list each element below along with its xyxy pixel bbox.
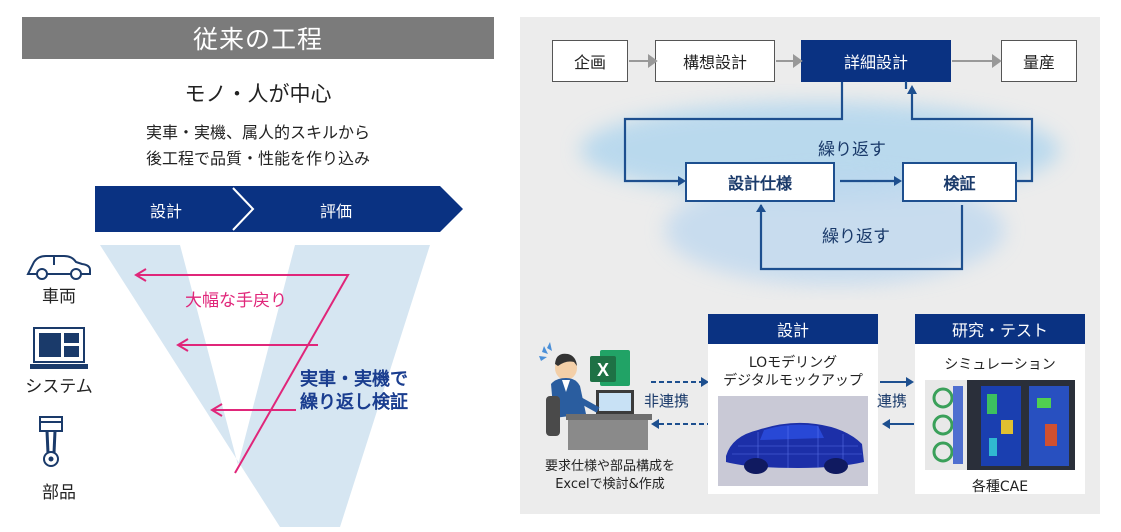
excel-icon: X [590, 350, 630, 386]
process-concept-design: 構想設計 [655, 40, 775, 82]
v-note-line-2: 繰り返し検証 [300, 392, 408, 413]
loop-box-design-spec: 設計仕様 [685, 162, 835, 202]
excel-letter: X [597, 360, 609, 380]
excel-caption-line-1: 要求仕様や部品構成を [544, 459, 675, 474]
left-title: 従来の工程 [22, 17, 494, 59]
v-diagram [100, 245, 430, 527]
loop-box-verification: 検証 [902, 162, 1017, 202]
process-connectors [623, 54, 1034, 271]
test-card: 研究・テスト シミュレーション 各種CAE [915, 314, 1085, 495]
side-label-system: システム [25, 377, 93, 397]
test-card-line-1: シミュレーション [944, 357, 1056, 373]
test-card-header: 研究・テスト [915, 314, 1085, 344]
desc-line-1: 実車・実機、属人的スキルから [145, 123, 370, 142]
piston-icon [39, 416, 63, 467]
left-subtitle: モノ・人が中心 [184, 82, 332, 106]
repeat-verification-note: 実車・実機で 繰り返し検証 [300, 368, 408, 414]
side-label-vehicle: 車両 [42, 287, 76, 307]
car-icon [26, 255, 91, 280]
excel-caption-line-2: Excelで検討&作成 [555, 477, 665, 492]
person-at-desk-icon [539, 342, 652, 450]
major-rework-label: 大幅な手戻り [185, 291, 287, 311]
process-detail-design: 詳細設計 [801, 40, 951, 82]
left-description: 実車・実機、属人的スキルから 後工程で品質・性能を作り込み [22, 120, 494, 172]
process-mass-production: 量産 [1001, 40, 1077, 82]
non-link-label: 非連携 [644, 392, 690, 410]
excel-caption: 要求仕様や部品構成を Excelで検討&作成 [525, 458, 695, 494]
arrow-eval-label: 評価 [320, 202, 353, 221]
link-arrows [880, 377, 914, 429]
v-shape [100, 245, 430, 527]
arrow-design-label: 設計 [150, 202, 183, 221]
car-model-image [718, 396, 868, 486]
design-card-line-2: デジタルモックアップ [723, 373, 863, 389]
non-link-arrows [651, 377, 709, 429]
process-planning: 企画 [552, 40, 628, 82]
design-eval-arrow [95, 186, 463, 232]
loop-label-bottom: 繰り返す [822, 227, 890, 247]
design-card-line-1: LOモデリング [748, 355, 838, 371]
v-note-line-1: 実車・実機で [300, 369, 408, 390]
loop-label-top: 繰り返す [818, 140, 886, 160]
rework-arrows [134, 268, 350, 474]
side-label-parts: 部品 [42, 483, 76, 503]
desc-line-2: 後工程で品質・性能を作り込み [145, 149, 370, 168]
design-card: 設計 LOモデリング デジタルモックアップ [708, 314, 878, 494]
link-label: 連携 [877, 392, 908, 410]
cae-simulation-image [925, 380, 1075, 470]
test-card-caption: 各種CAE [971, 479, 1029, 495]
design-card-header: 設計 [708, 314, 878, 344]
monitor-icon [30, 327, 88, 369]
